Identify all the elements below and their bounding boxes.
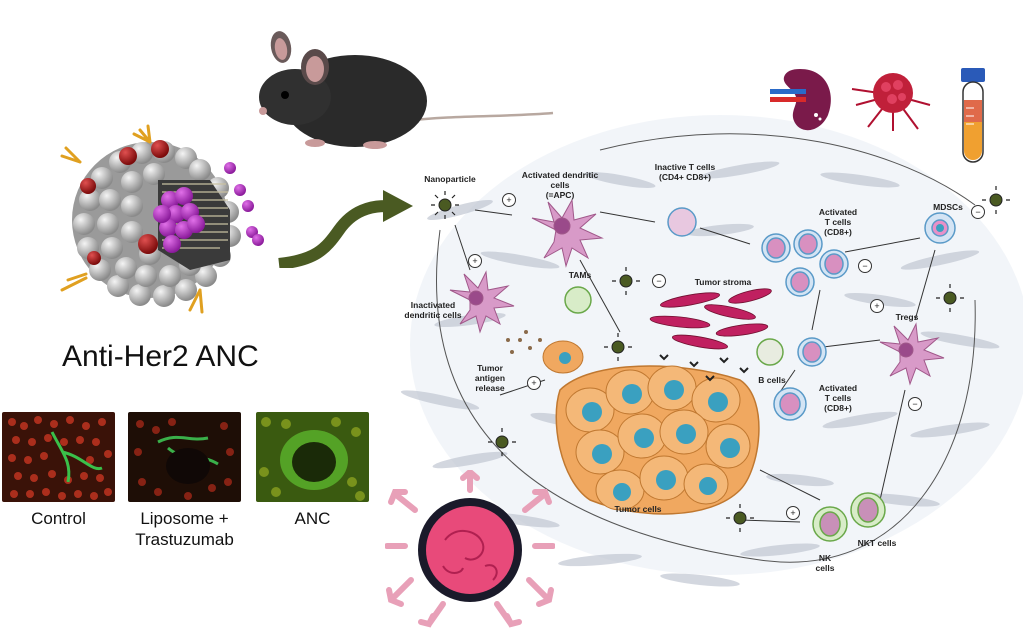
minus-sign: − (858, 259, 872, 273)
label-activated-t-cells-bottom: Activated T cells (CD8+) (808, 383, 868, 413)
caption-line1: Control (31, 509, 86, 528)
label-line: Tumor (477, 363, 503, 373)
caption-line1: ANC (294, 509, 331, 528)
label-line: cells (815, 563, 835, 573)
label-line: Activated dendritic (521, 170, 599, 180)
label-line: antigen (474, 373, 506, 383)
caption-line1: Liposome + (140, 509, 229, 528)
plus-sign: + (870, 299, 884, 313)
plus-sign: + (502, 193, 516, 207)
label-tregs: Tregs (895, 312, 919, 322)
label-line: Activated (818, 383, 858, 393)
microscopy-caption-control: Control (2, 508, 115, 529)
minus-sign: − (971, 205, 985, 219)
label-inactive-t-cells: Inactive T cells (CD4+ CD8+) (640, 162, 730, 182)
plus-sign: + (527, 376, 541, 390)
microscopy-liposome-image (128, 412, 241, 502)
label-line: (=APC) (545, 190, 575, 200)
label-tumor-antigen-release: Tumor antigen release (468, 363, 512, 393)
label-line: cells (550, 180, 570, 190)
minus-sign: − (652, 274, 666, 288)
microscopy-control-image (2, 412, 115, 502)
label-line: (CD8+) (824, 227, 852, 237)
label-line: release (475, 383, 505, 393)
blood-tube-icon (961, 68, 985, 163)
label-line: dendritic cells (404, 310, 462, 320)
minus-sign: − (908, 397, 922, 411)
activated-dendritic-cell (531, 198, 604, 268)
label-nk-cells: NK cells (810, 553, 840, 573)
label-inactivated-dendritic-cells: Inactivated dendritic cells (398, 300, 468, 320)
microscopy-anc-image (256, 412, 369, 502)
caption-line2: Trastuzumab (135, 530, 234, 549)
label-activated-dendritic-cells: Activated dendritic cells (=APC) (510, 170, 610, 200)
label-nanoparticle: Nanoparticle (424, 174, 476, 184)
label-line: Inactive T cells (654, 162, 716, 172)
mouse-image (259, 31, 554, 149)
microscopy-caption-liposome: Liposome + Trastuzumab (118, 508, 251, 550)
tumor-icon (851, 73, 931, 131)
plus-sign: + (468, 254, 482, 268)
nanocarrier-icon (385, 470, 555, 628)
label-tumor-cells: Tumor cells (614, 504, 662, 514)
label-tams: TAMs (568, 270, 592, 280)
curved-arrow-icon (278, 190, 413, 268)
label-line: (CD8+) (824, 403, 852, 413)
label-nkt-cells: NKT cells (857, 538, 897, 548)
label-b-cells: B cells (758, 375, 786, 385)
label-line: Activated (818, 207, 858, 217)
label-line: T cells (824, 393, 852, 403)
nanoparticle-sphere-icon (60, 124, 264, 314)
label-line: T cells (824, 217, 852, 227)
nanoparticle-caption: Anti-Her2 ANC (62, 340, 259, 373)
label-activated-t-cells-top: Activated T cells (CD8+) (808, 207, 868, 237)
label-line: NK (818, 553, 832, 563)
label-tumor-stroma: Tumor stroma (694, 277, 752, 287)
plus-sign: + (786, 506, 800, 520)
treg-cell (879, 322, 945, 386)
label-line: Inactivated (410, 300, 456, 310)
label-mdscs: MDSCs (933, 202, 963, 212)
microscopy-caption-anc: ANC (256, 508, 369, 529)
kidney-icon (770, 69, 831, 131)
label-line: (CD4+ CD8+) (659, 172, 711, 182)
inactivated-dendritic-cell (449, 270, 515, 334)
